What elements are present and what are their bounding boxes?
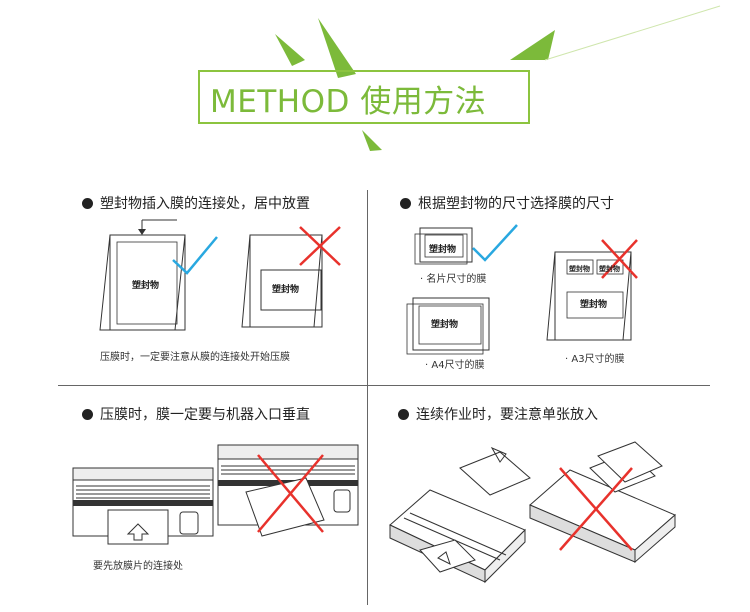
size-a3: · A3尺寸的膜	[565, 354, 625, 365]
size-a4: · A4尺寸的膜	[425, 360, 485, 371]
section-3-caption: 要先放膜片的连接处	[93, 561, 183, 572]
illustration-centered-placement	[99, 219, 341, 331]
size-business-card: · 名片尺寸的膜	[420, 274, 487, 285]
bullet-icon	[82, 409, 93, 420]
laminator-icon	[389, 441, 676, 584]
bullet-icon	[82, 198, 93, 209]
section-4-heading: 连续作业时，要注意单张放入	[398, 404, 598, 424]
divider-horizontal	[58, 385, 710, 386]
arrow-down-icon	[437, 551, 451, 565]
leaf-icon	[275, 5, 721, 151]
item-label: 塑封物	[431, 320, 459, 330]
laminator-icon	[72, 444, 359, 545]
section-3-heading: 压膜时，膜一定要与机器入口垂直	[82, 404, 310, 424]
item-label: 塑封物	[569, 265, 590, 273]
arrow-up-icon	[490, 446, 507, 463]
section-1-caption: 压膜时，一定要注意从膜的连接处开始压膜	[100, 352, 290, 363]
item-label: 塑封物	[580, 300, 608, 310]
section-2-heading: 根据塑封物的尺寸选择膜的尺寸	[400, 193, 614, 213]
page-title: METHOD 使用方法	[210, 84, 487, 120]
bullet-icon	[398, 409, 409, 420]
bullet-icon	[400, 198, 411, 209]
item-label: 塑封物	[429, 245, 457, 255]
item-label: 塑封物	[599, 265, 620, 273]
title-frame	[198, 70, 530, 124]
item-label: 塑封物	[132, 281, 160, 291]
illustration-size-selection	[406, 224, 638, 355]
section-1-heading: 塑封物插入膜的连接处，居中放置	[82, 193, 310, 213]
check-icon	[172, 236, 218, 275]
item-label: 塑封物	[272, 285, 300, 295]
arrow-up-icon	[126, 523, 150, 541]
divider-vertical	[367, 190, 368, 605]
check-icon	[472, 224, 518, 262]
